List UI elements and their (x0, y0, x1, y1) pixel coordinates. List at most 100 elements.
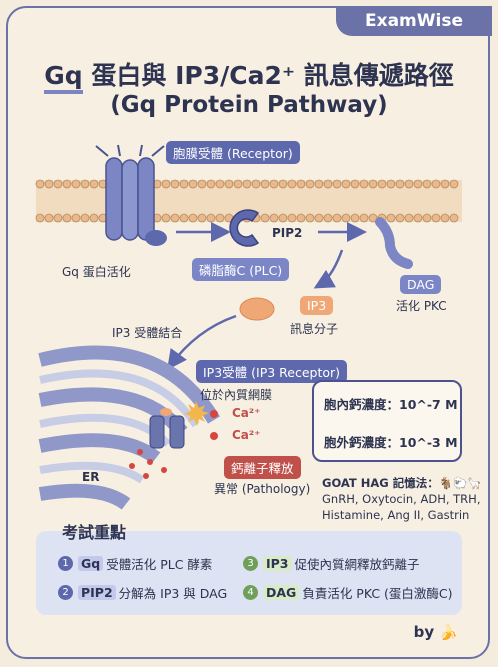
phospholipid-head (332, 179, 342, 189)
goat-icons: 🐐🐑🦙 (438, 476, 482, 490)
dag-label: DAG (400, 275, 442, 294)
phospholipid-head (197, 179, 207, 189)
signature: by 🍌 (413, 623, 458, 641)
exam-item-keyword: PIP2 (78, 585, 116, 600)
er-location-label: 位於內質網膜 (200, 388, 273, 402)
phospholipid-head (80, 213, 90, 223)
phospholipid-head (197, 213, 207, 223)
phospholipid-head (260, 179, 270, 189)
phospholipid-head (323, 179, 333, 189)
phospholipid-head (332, 213, 342, 223)
exam-item-number: 3 (243, 556, 258, 571)
page-title: Gq 蛋白與 IP3/Ca2⁺ 訊息傳遞路徑 (0, 56, 498, 94)
receptor-icon (95, 144, 167, 246)
exam-item-2: 2 PIP2 分解為 IP3 與 DAG (58, 583, 227, 602)
burst-icon (184, 401, 209, 426)
phospholipid-head (44, 213, 54, 223)
phospholipid-head (359, 179, 369, 189)
exam-item-number: 4 (243, 585, 258, 600)
exam-item-keyword: IP3 (263, 556, 292, 571)
phospholipid-head (215, 213, 225, 223)
exam-item-4: 4 DAG 負責活化 PKC (蛋白激酶C) (243, 583, 453, 602)
phospholipid-head (233, 179, 243, 189)
exam-item-text: 分解為 IP3 與 DAG (118, 586, 228, 601)
exam-item-keyword: Gq (78, 556, 104, 571)
phospholipid-head (170, 179, 180, 189)
phospholipid-head (314, 213, 324, 223)
ip3-receptor-channel-icon (149, 408, 185, 449)
ip3-label: IP3 (300, 296, 334, 315)
phospholipid-head (386, 179, 396, 189)
phospholipid-head (206, 213, 216, 223)
phospholipid-head (278, 213, 288, 223)
pathology-label: 異常 (Pathology) (214, 482, 311, 496)
phospholipid-head (44, 179, 54, 189)
phospholipid-head (287, 213, 297, 223)
phospholipid-head (440, 213, 450, 223)
plc-label: 磷脂酶C (PLC) (192, 258, 290, 281)
phospholipid-head (341, 179, 351, 189)
goat-line-2: Histamine, Ang II, Gastrin (322, 508, 470, 522)
phospholipid-head (269, 213, 279, 223)
phospholipid-head (368, 179, 378, 189)
phospholipid-head (71, 213, 81, 223)
pkc-label: 活化 PKC (396, 299, 447, 313)
exam-item-text: 促使內質網釋放鈣離子 (294, 557, 420, 572)
exam-points-panel (36, 531, 462, 615)
er-label: ER (82, 470, 100, 484)
phospholipid-head (242, 179, 252, 189)
phospholipid-head (215, 179, 225, 189)
goat-hag-mnemonic: GOAT HAG 記憶法：🐐🐑🦙 GnRH, Oxytocin, ADH, TR… (322, 475, 482, 523)
er-icon (38, 345, 221, 510)
phospholipid-head (71, 179, 81, 189)
phospholipid-head (323, 213, 333, 223)
intracellular-calcium: 胞內鈣濃度：10^-7 M (324, 397, 458, 412)
phospholipid-head (278, 179, 288, 189)
goat-heading: GOAT HAG 記憶法： (322, 476, 439, 490)
phospholipid-head (89, 213, 99, 223)
title-rest: 蛋白與 IP3/Ca2⁺ 訊息傳遞路徑 (82, 61, 454, 90)
phospholipid-head (395, 213, 405, 223)
phospholipid-head (260, 213, 270, 223)
pip2-label: PIP2 (272, 226, 303, 240)
exam-item-text: 受體活化 PLC 酵素 (106, 557, 213, 572)
phospholipid-head (305, 213, 315, 223)
dag-icon (375, 217, 413, 269)
exam-item-text: 負責活化 PKC (蛋白激酶C) (302, 586, 453, 601)
phospholipid-head (224, 179, 234, 189)
page-subtitle: (Gq Protein Pathway) (110, 92, 388, 118)
phospholipid-head (269, 179, 279, 189)
extracellular-calcium: 胞外鈣濃度：10^-3 M (324, 435, 458, 450)
phospholipid-head (386, 213, 396, 223)
goat-line-1: GnRH, Oxytocin, ADH, TRH, (322, 492, 481, 506)
phospholipid-head (188, 213, 198, 223)
exam-item-1: 1 Gq 受體活化 PLC 酵素 (58, 554, 212, 573)
exam-item-number: 1 (58, 556, 73, 571)
phospholipid-head (422, 179, 432, 189)
phospholipid-head (161, 213, 171, 223)
phospholipid-head (53, 179, 63, 189)
calcium-label-1: Ca²⁺ (232, 406, 261, 420)
calcium-label-2: Ca²⁺ (232, 428, 261, 442)
phospholipid-head (53, 213, 63, 223)
exam-item-3: 3 IP3 促使內質網釋放鈣離子 (243, 554, 420, 573)
phospholipid-head (440, 179, 450, 189)
calcium-ions (129, 410, 218, 479)
phospholipid-head (422, 213, 432, 223)
phospholipid-head (431, 179, 441, 189)
phospholipid-head (359, 213, 369, 223)
exam-item-number: 2 (58, 585, 73, 600)
ip3-molecule-icon (239, 297, 275, 321)
phospholipid-head (188, 179, 198, 189)
phospholipid-head (404, 213, 414, 223)
phospholipid-head (62, 179, 72, 189)
phospholipid-head (161, 179, 171, 189)
phospholipid-head (296, 213, 306, 223)
plc-enzyme-icon (229, 209, 260, 247)
phospholipid-head (287, 179, 297, 189)
pathway-arrows (167, 222, 367, 371)
phospholipid-head (413, 179, 423, 189)
phospholipid-head (170, 213, 180, 223)
phospholipid-head (179, 179, 189, 189)
phospholipid-head (341, 213, 351, 223)
